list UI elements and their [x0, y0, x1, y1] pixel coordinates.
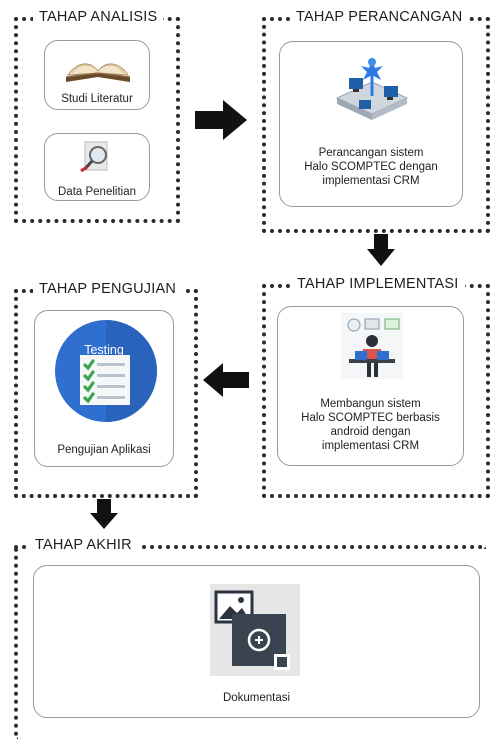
stage-pengujian-title: TAHAP PENGUJIAN — [33, 281, 183, 297]
stage-akhir-frame — [14, 545, 486, 739]
arrow-right — [195, 100, 247, 140]
arrow-down — [90, 499, 118, 529]
studi-literatur-card: Studi Literatur — [44, 40, 150, 110]
implementasi-label: Membangun sistem Halo SCOMPTEC berbasis … — [301, 398, 440, 452]
data-penelitian-card: Data Penelitian — [44, 133, 150, 201]
testing-checklist-icon — [55, 320, 157, 422]
developer-desk-icon — [341, 313, 403, 379]
book-icon — [65, 63, 131, 82]
studi-literatur-label: Studi Literatur — [61, 93, 133, 105]
perancangan-card: Perancangan sistem Halo SCOMPTEC dengan … — [279, 41, 463, 207]
perancangan-label: Perancangan sistem Halo SCOMPTEC dengan … — [304, 147, 438, 187]
stage-perancangan-title: TAHAP PERANCANGAN — [290, 9, 469, 25]
testing-badge: Testing — [84, 343, 124, 357]
implementasi-card: Membangun sistem Halo SCOMPTEC berbasis … — [277, 306, 464, 466]
documentation-icon — [210, 584, 300, 676]
stage-analisis-title: TAHAP ANALISIS — [33, 9, 164, 25]
pengujian-card: Testing Pengujian Aplikasi — [34, 310, 174, 467]
puzzle-network-icon — [335, 58, 409, 120]
pengujian-label: Pengujian Aplikasi — [57, 444, 151, 456]
data-penelitian-label: Data Penelitian — [58, 186, 136, 198]
arrow-left — [203, 363, 249, 397]
arrow-down — [367, 234, 395, 266]
dokumentasi-label: Dokumentasi — [222, 692, 291, 704]
magnifier-icon — [80, 141, 108, 173]
stage-akhir-title: TAHAP AKHIR — [29, 537, 138, 553]
dokumentasi-card: Dokumentasi — [33, 565, 480, 718]
stage-implementasi-title: TAHAP IMPLEMENTASI — [291, 276, 465, 292]
